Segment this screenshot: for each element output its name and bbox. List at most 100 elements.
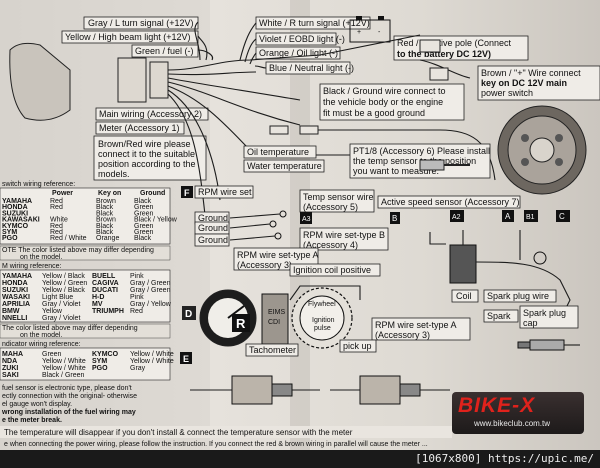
sensor-drawing-right bbox=[330, 375, 450, 405]
table-cell: Yellow bbox=[42, 308, 63, 315]
cdi-unit: EIMS CDI bbox=[261, 293, 289, 345]
label-ignition-pulse-2: pulse bbox=[314, 325, 331, 332]
sensor-drawing-left bbox=[190, 375, 320, 405]
label-coil: Coil bbox=[456, 291, 472, 301]
table-cell: APRILIA bbox=[2, 301, 30, 308]
table-cell: SUZUKI bbox=[2, 287, 28, 294]
label-cdi: CDI bbox=[268, 319, 280, 326]
fuel-note-4: wrong installation of the fuel wiring ma… bbox=[1, 409, 136, 416]
r-badge: R bbox=[236, 316, 246, 331]
table-cell: SYM bbox=[2, 229, 17, 236]
table-cell: HONDA bbox=[2, 280, 28, 287]
table-cell: Yellow / White bbox=[130, 351, 174, 358]
footer-text: [1067x800] https://upic.me/ bbox=[415, 452, 594, 465]
tag-b: B bbox=[392, 214, 397, 223]
label-pt18-3: you want to measure. bbox=[353, 166, 439, 176]
table-cell: Pink bbox=[130, 273, 144, 280]
table-cell: Yellow / White bbox=[130, 358, 174, 365]
table-cell: Black / Yellow bbox=[134, 217, 178, 224]
label-rpm-type-b-2: (Accessory 4) bbox=[303, 240, 358, 250]
label-black-ground-2: the vehicle body or the engine bbox=[323, 97, 443, 107]
label-spark-plug-wire: Spark plug wire bbox=[487, 291, 549, 301]
label-green-fuel: Green / fuel (-) bbox=[135, 46, 194, 56]
label-white-r-turn: White / R turn signal (+12V) bbox=[259, 18, 370, 28]
label-black-ground-1: Black / Ground wire connect to bbox=[323, 86, 446, 96]
table-cell: KAWASAKI bbox=[2, 217, 40, 224]
table-cell: Light Blue bbox=[42, 294, 73, 301]
fuel-note-5: e the meter break. bbox=[2, 417, 62, 424]
label-brown-plus-3: power switch bbox=[481, 88, 533, 98]
note2-line1: The color listed above may differ depend… bbox=[2, 325, 138, 332]
temp-sensor-probe bbox=[419, 159, 470, 171]
table-cell: Black bbox=[96, 223, 114, 230]
table-cell: BMW bbox=[2, 308, 20, 315]
label-flywheel: Flywheel bbox=[308, 301, 336, 308]
battery-icon: +- bbox=[349, 16, 391, 43]
tag-b1: B1 bbox=[526, 214, 535, 221]
table-cell: Gray / Violet bbox=[42, 301, 80, 308]
table-cell: Red bbox=[50, 204, 63, 211]
label-ground-3: Ground bbox=[198, 235, 228, 245]
table-cell: HONDA bbox=[2, 204, 28, 211]
table-cell: SUZUKI bbox=[2, 210, 28, 217]
table-cell: Pink bbox=[130, 294, 144, 301]
label-rpm-wire-set: RPM wire set bbox=[198, 187, 252, 197]
letter-f: F bbox=[184, 188, 190, 198]
table-cell: SAKI bbox=[2, 372, 19, 379]
table-cell: Red bbox=[130, 308, 143, 315]
left-reference-panel: switch wiring reference: Power Key on Gr… bbox=[0, 181, 178, 424]
label-rpm-type-b-1: RPM wire set-type B bbox=[303, 230, 385, 240]
label-ground-2: Ground bbox=[198, 223, 228, 233]
table-cell: YAMAHA bbox=[2, 198, 32, 205]
label-ignition-pulse-1: Ignition bbox=[312, 317, 335, 324]
table-cell: Yellow / Black bbox=[42, 287, 85, 294]
letter-e: E bbox=[183, 354, 189, 364]
table-cell: Gray / Green bbox=[130, 287, 171, 294]
table-cell: YAMAHA bbox=[2, 273, 32, 280]
switch-ref-title: switch wiring reference: bbox=[2, 181, 75, 188]
tag-a2: A2 bbox=[452, 214, 461, 221]
table-cell: ZUKI bbox=[2, 365, 18, 372]
tachometer-icon: R bbox=[199, 289, 257, 347]
table-cell: White bbox=[50, 217, 68, 224]
tag-c: C bbox=[559, 212, 565, 221]
table-cell: Yellow / Black bbox=[42, 273, 85, 280]
table-cell: CAGIVA bbox=[92, 280, 119, 287]
label-spark: Spark bbox=[487, 311, 511, 321]
table-cell: PGO bbox=[92, 365, 108, 372]
table-cell: NNELLI bbox=[2, 315, 27, 322]
label-eims: EIMS bbox=[268, 309, 285, 316]
wire-harness bbox=[167, 21, 496, 216]
label-rpm-type-a2-2: (Accessory 3) bbox=[375, 330, 430, 340]
label-temp-sensor-1: Temp sensor wire bbox=[303, 192, 374, 202]
label-yellow-high-beam: Yellow / High beam light (+12V) bbox=[65, 32, 191, 42]
label-spark-plug-cap-2: cap bbox=[523, 318, 538, 328]
table-cell: Black bbox=[96, 204, 114, 211]
label-active-speed: Active speed sensor (Accessory 7) bbox=[381, 197, 520, 207]
fuel-note-2: ectly connection with the original- othe… bbox=[2, 393, 137, 400]
label-rpm-type-a-2: (Accessory 3) bbox=[237, 260, 292, 270]
label-temp-sensor-2: (Accessory 5) bbox=[303, 202, 358, 212]
label-blue-neutral: Blue / Neutral light (-) bbox=[269, 63, 354, 73]
table-cell: Brown bbox=[96, 198, 116, 205]
table-cell: NDA bbox=[2, 358, 17, 365]
table-cell: Gray / Yellow bbox=[130, 301, 172, 308]
brand-url: www.bikeclub.com.tw bbox=[474, 419, 551, 428]
spark-plug-icon bbox=[517, 339, 580, 351]
note1-line1: OTE The color listed above may differ de… bbox=[2, 247, 154, 254]
label-ground-1: Ground bbox=[198, 213, 228, 223]
table-cell: Gray / Violet bbox=[42, 315, 80, 322]
table-cell: SYM bbox=[92, 358, 107, 365]
label-rpm-type-a2-1: RPM wire set-type A bbox=[375, 320, 457, 330]
table-cell: Green bbox=[134, 223, 154, 230]
table-cell: Gray / Green bbox=[130, 280, 171, 287]
table-cell: Red bbox=[50, 229, 63, 236]
bikex-logo: BIKE-X www.bikeclub.com.tw bbox=[452, 392, 584, 434]
tag-a: A bbox=[505, 212, 511, 221]
label-water-temp: Water temperature bbox=[247, 161, 322, 171]
label-brown-red-2: connect it to the suitable bbox=[98, 149, 195, 159]
table-cell: H-D bbox=[92, 294, 104, 301]
meter-body bbox=[9, 42, 169, 121]
table-cell: Black bbox=[96, 229, 114, 236]
